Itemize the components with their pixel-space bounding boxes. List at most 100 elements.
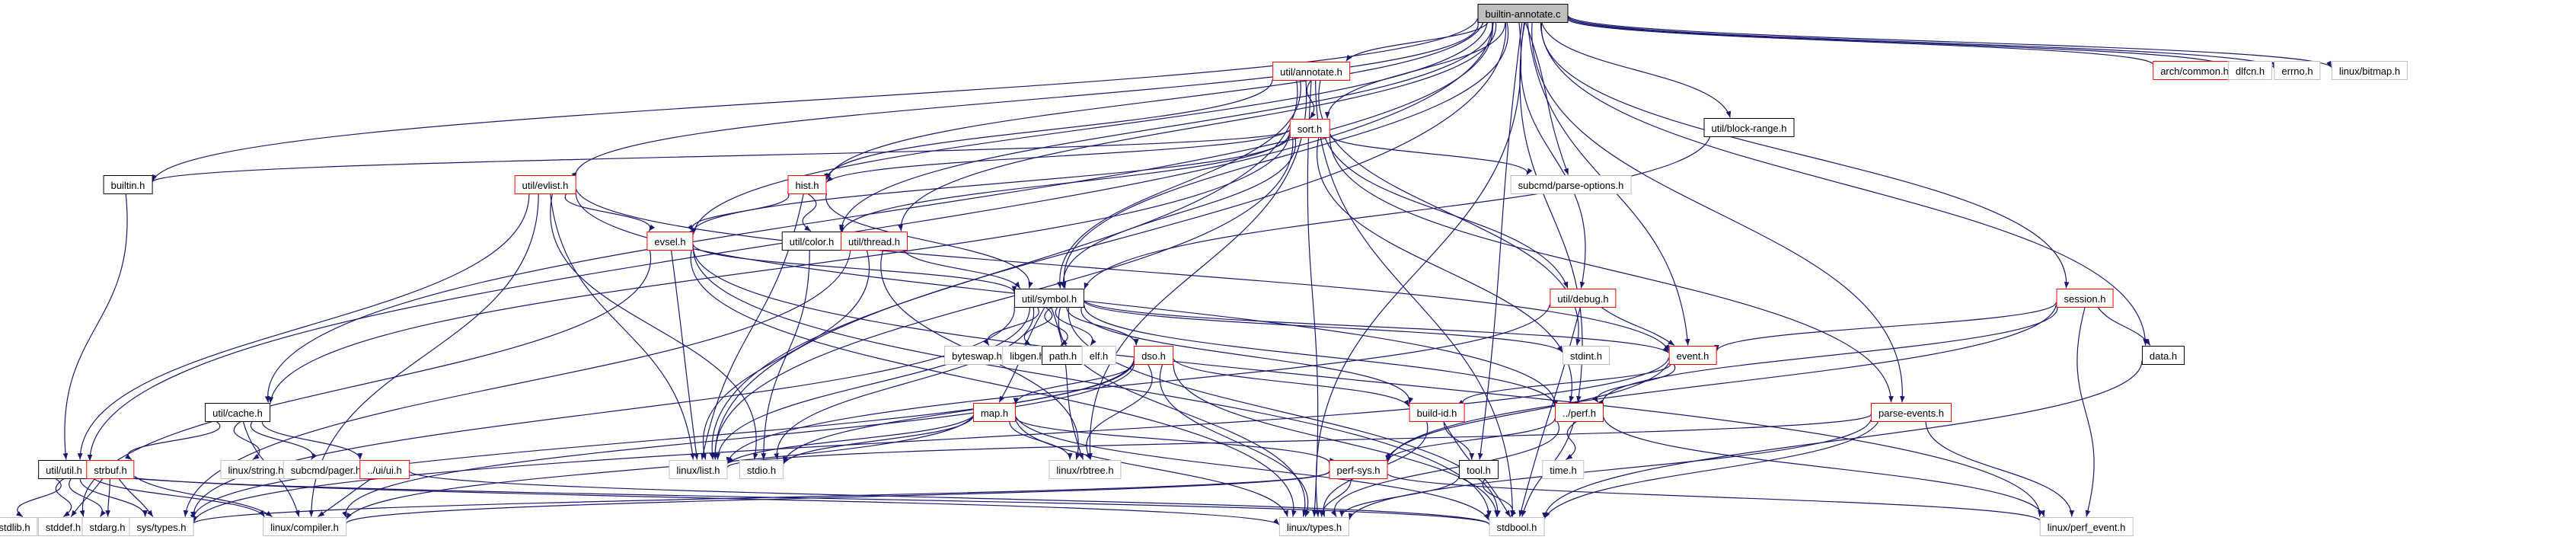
edge-root-to-dlfcn bbox=[1567, 16, 2233, 69]
edge-cache-to-strbuf bbox=[125, 421, 221, 460]
node-stdlib: stdlib.h bbox=[0, 517, 38, 536]
edge-parseevents-to-types bbox=[1349, 419, 1872, 520]
edge-evlist-to-utilh bbox=[77, 193, 530, 460]
edge-session-to-event bbox=[1714, 302, 2057, 352]
edge-utilh-to-compiler bbox=[89, 474, 265, 517]
node-event[interactable]: event.h bbox=[1668, 346, 1717, 365]
node-rbtree: linux/rbtree.h bbox=[1049, 460, 1122, 479]
edge-symbol-to-perf bbox=[1084, 305, 1558, 407]
edge-sort-to-cache bbox=[268, 133, 1291, 404]
node-evsel[interactable]: evsel.h bbox=[646, 232, 694, 251]
node-blockrange[interactable]: util/block-range.h bbox=[1703, 118, 1795, 137]
edge-session-to-perf bbox=[1598, 304, 2058, 407]
edge-strbuf-to-stdarg bbox=[105, 478, 111, 517]
edge-annotate-to-hist bbox=[824, 79, 1273, 181]
edge-hist-to-symbol bbox=[825, 193, 1033, 289]
node-time: time.h bbox=[1542, 460, 1585, 479]
edge-evsel-to-types bbox=[690, 250, 1297, 517]
node-list: linux/list.h bbox=[669, 460, 728, 479]
edge-evlist-to-evsel bbox=[564, 193, 655, 232]
edge-tool-to-stdbool bbox=[1482, 478, 1517, 517]
edge-root-to-hist bbox=[825, 22, 1484, 181]
edge-evsel-to-list bbox=[670, 250, 699, 460]
edge-thread-to-symbol bbox=[902, 250, 1021, 289]
edge-strbuf-to-stddef bbox=[70, 478, 104, 517]
edge-symbol-to-stdint bbox=[1084, 301, 1563, 353]
node-parseevents[interactable]: parse-events.h bbox=[1871, 403, 1952, 422]
node-root[interactable]: builtin-annotate.c bbox=[1477, 4, 1569, 23]
edge-parseevents-to-stdbool bbox=[1543, 421, 1879, 519]
node-tool[interactable]: tool.h bbox=[1459, 460, 1499, 479]
edge-annotate-to-stdbool bbox=[1315, 80, 1515, 517]
edge-sort-to-list bbox=[712, 137, 1294, 460]
node-evlist[interactable]: util/evlist.h bbox=[514, 175, 576, 194]
edge-sort-to-debug bbox=[1324, 137, 1569, 289]
edge-perf-to-perfevent bbox=[1603, 417, 2045, 517]
edge-evlist-to-compiler bbox=[308, 193, 539, 517]
node-dso[interactable]: dso.h bbox=[1134, 346, 1173, 365]
edge-sort-to-evsel bbox=[688, 131, 1291, 237]
node-perf[interactable]: ../perf.h bbox=[1554, 403, 1604, 422]
edge-root-to-perf bbox=[1519, 22, 1583, 403]
edge-perfsys-to-types bbox=[1319, 478, 1352, 517]
node-cache[interactable]: util/cache.h bbox=[205, 403, 270, 422]
edge-sort-to-parseopt bbox=[1329, 132, 1533, 175]
node-hist[interactable]: hist.h bbox=[787, 175, 827, 194]
edge-color-to-stdio bbox=[761, 250, 810, 460]
node-uih[interactable]: ../ui/ui.h bbox=[359, 460, 410, 479]
edge-perf-to-time bbox=[1566, 421, 1577, 460]
edge-event-to-systypes bbox=[192, 357, 1670, 523]
node-data[interactable]: data.h bbox=[2141, 346, 2185, 365]
node-buildid[interactable]: build-id.h bbox=[1409, 403, 1465, 422]
edge-root-to-color bbox=[838, 22, 1494, 232]
node-sort[interactable]: sort.h bbox=[1289, 119, 1330, 138]
node-builtin[interactable]: builtin.h bbox=[103, 175, 153, 194]
edge-debug-to-event bbox=[1601, 307, 1675, 346]
edge-symbol-to-byteswap bbox=[983, 307, 1039, 346]
node-symbol[interactable]: util/symbol.h bbox=[1013, 289, 1085, 308]
edge-dso-to-compiler bbox=[342, 359, 1135, 519]
node-archcommon[interactable]: arch/common.h bbox=[2153, 61, 2236, 80]
edge-perf-to-types bbox=[1330, 421, 1560, 517]
node-debug[interactable]: util/debug.h bbox=[1550, 289, 1617, 308]
edge-root-to-evlist bbox=[571, 21, 1479, 180]
edge-root-to-session bbox=[1541, 22, 2070, 289]
edge-evsel-to-perfevent bbox=[692, 245, 2043, 517]
edge-debug-to-stdbool bbox=[1518, 307, 1581, 517]
edge-dso-to-stdio bbox=[782, 360, 1135, 463]
node-map[interactable]: map.h bbox=[972, 403, 1017, 422]
node-thread[interactable]: util/thread.h bbox=[841, 232, 908, 251]
node-stdint: stdint.h bbox=[1563, 346, 1610, 365]
edge-utilh-to-stdlib bbox=[16, 478, 62, 517]
edge-event-to-perfsys bbox=[1386, 363, 1670, 460]
edge-root-to-builtin bbox=[152, 18, 1479, 182]
node-utilh[interactable]: util/util.h bbox=[38, 460, 90, 479]
edge-hist-to-evsel bbox=[687, 192, 790, 232]
node-perfevent: linux/perf_event.h bbox=[2039, 517, 2134, 536]
node-strbuf[interactable]: strbuf.h bbox=[86, 460, 135, 479]
node-perfsys[interactable]: perf-sys.h bbox=[1329, 460, 1388, 479]
edge-root-to-parseevents bbox=[1531, 22, 1905, 403]
edge-evsel-to-stdbool bbox=[692, 248, 1492, 517]
edge-sort-to-symbol bbox=[1060, 137, 1296, 289]
edge-perfsys-to-compiler bbox=[341, 470, 1330, 525]
node-linuxstring: linux/string.h bbox=[220, 460, 292, 479]
node-color[interactable]: util/color.h bbox=[781, 232, 842, 251]
edge-evlist-to-event bbox=[575, 188, 1670, 352]
node-stdarg: stdarg.h bbox=[81, 517, 133, 536]
edge-dso-to-systypes bbox=[190, 358, 1135, 521]
edge-root-to-blockrange bbox=[1541, 22, 1732, 118]
edge-buildid-to-tool bbox=[1443, 421, 1475, 460]
node-annotate[interactable]: util/annotate.h bbox=[1272, 62, 1350, 81]
edge-annotate-to-list bbox=[709, 80, 1298, 460]
node-stdio: stdio.h bbox=[739, 460, 784, 479]
edge-dso-to-buildid bbox=[1173, 358, 1410, 407]
node-bitmap: linux/bitmap.h bbox=[2331, 61, 2408, 80]
edge-blockrange-to-symbol bbox=[1084, 136, 1711, 289]
node-pager: subcmd/pager.h bbox=[282, 460, 369, 479]
node-session[interactable]: session.h bbox=[2056, 289, 2114, 308]
node-path[interactable]: path.h bbox=[1041, 346, 1085, 365]
edge-evlist-to-stdio bbox=[550, 193, 758, 460]
edge-cache-to-uih bbox=[261, 421, 363, 460]
edge-data-to-stdbool bbox=[1542, 360, 2143, 519]
